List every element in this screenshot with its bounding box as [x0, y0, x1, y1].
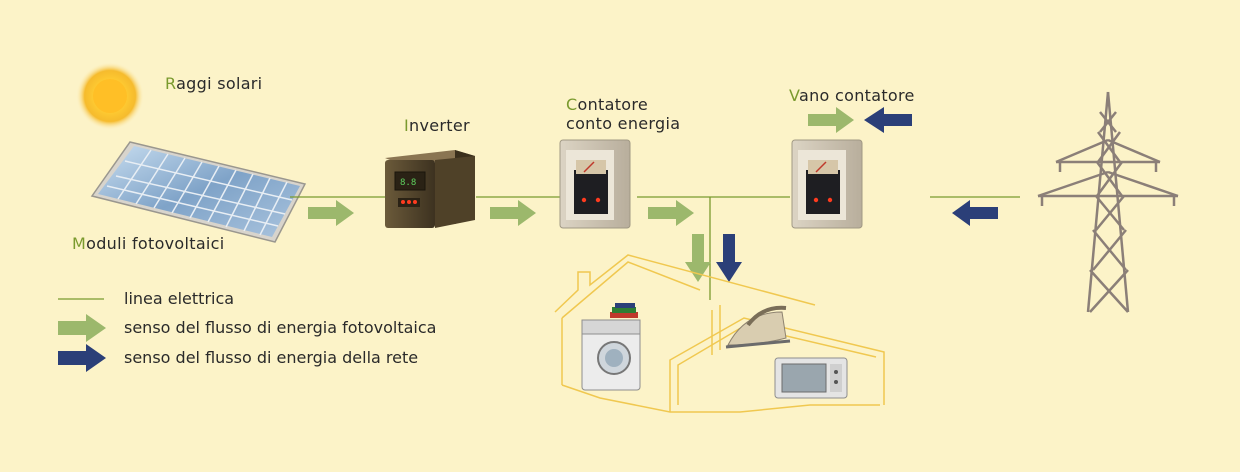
grid-arrow-down — [716, 234, 742, 282]
energy-meter-icon — [559, 139, 631, 229]
meter-label: Contatore conto energia — [566, 95, 681, 133]
energy-meter-icon — [791, 139, 863, 229]
legend-grid-flow-text: senso del flusso di energia della rete — [124, 348, 419, 367]
inverter-icon: 8.8 — [385, 150, 475, 228]
microwave-icon — [774, 357, 848, 399]
sun-icon — [76, 62, 144, 130]
legend-pv-flow-text: senso del flusso di energia fotovoltaica — [124, 318, 437, 337]
iron-icon — [725, 305, 791, 349]
solar-panel-icon — [90, 141, 307, 243]
modules-label: Moduli fotovoltaici — [72, 234, 225, 253]
legend-pv-arrow-symbol — [58, 314, 106, 342]
pv-arrow-3 — [648, 200, 694, 226]
house-icon — [554, 254, 885, 413]
pv-arrow-down — [685, 234, 711, 282]
grid-flow-arrows — [716, 107, 998, 282]
inverter-label: Inverter — [404, 116, 470, 135]
pv-arrow-4 — [808, 107, 854, 133]
washing-machine-icon — [581, 303, 641, 391]
pv-arrow-1 — [308, 200, 354, 226]
grid-arrow-2 — [952, 200, 998, 226]
pv-flow-arrows — [308, 107, 854, 282]
grid-arrow-1 — [864, 107, 912, 133]
legend-grid-arrow-symbol — [58, 344, 106, 372]
pv-arrow-2 — [490, 200, 536, 226]
electric-line — [290, 196, 1020, 300]
svg-text:8.8: 8.8 — [400, 178, 416, 188]
meter-room-label: Vano contatore — [789, 86, 915, 105]
legend-line-text: linea elettrica — [124, 289, 235, 308]
legend-symbols — [58, 298, 106, 372]
pylon-icon — [1037, 91, 1179, 313]
sun-label: Raggi solari — [165, 74, 263, 93]
